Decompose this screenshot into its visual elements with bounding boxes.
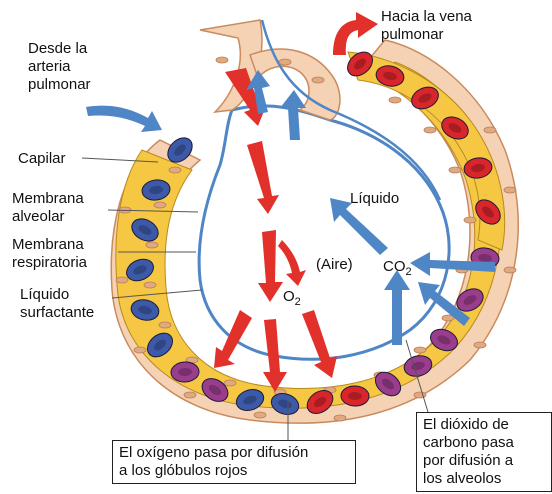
dioxido-line-3: por difusión a — [423, 452, 545, 470]
desde-line-2: arteria — [28, 58, 91, 76]
desde-line-3: pulmonar — [28, 76, 91, 94]
dioxido-line-1: El dióxido de — [423, 416, 545, 434]
label-o2: O2 — [283, 288, 301, 311]
oxigeno-line-2: a los glóbulos rojos — [119, 462, 349, 480]
dioxido-line-2: carbono pasa — [423, 434, 545, 452]
dioxido-line-4: los alveolos — [423, 470, 545, 488]
label-aire: (Aire) — [316, 256, 353, 274]
label-desde-arteria: Desde la arteria pulmonar — [28, 40, 91, 94]
co2-text: CO — [383, 258, 406, 275]
desde-line-1: Desde la — [28, 40, 91, 58]
label-liquido: Líquido — [350, 190, 399, 208]
co2-arrow-1 — [86, 106, 162, 132]
liquido-surfactante-line-1: Líquido — [20, 286, 94, 304]
arteria-to-vena-arrow — [333, 12, 378, 55]
oxigeno-line-1: El oxígeno pasa por difusión — [119, 444, 349, 462]
o2-text: O — [283, 288, 295, 305]
liquido-surfactante-line-2: surfactante — [20, 304, 94, 322]
membrana-respiratoria-line-1: Membrana — [12, 236, 87, 254]
label-membrana-alveolar: Membrana alveolar — [12, 190, 84, 226]
callout-oxigeno: El oxígeno pasa por difusión a los glóbu… — [112, 440, 356, 484]
membrana-alveolar-line-1: Membrana — [12, 190, 84, 208]
hacia-line-2: pulmonar — [381, 26, 472, 44]
label-liquido-surfactante: Líquido surfactante — [20, 286, 94, 322]
label-hacia-vena: Hacia la vena pulmonar — [381, 8, 472, 44]
label-capilar: Capilar — [18, 150, 66, 168]
callout-dioxido: El dióxido de carbono pasa por difusión … — [416, 412, 552, 492]
membrana-respiratoria-line-2: respiratoria — [12, 254, 87, 272]
label-co2: CO2 — [383, 258, 412, 281]
hacia-line-1: Hacia la vena — [381, 8, 472, 26]
label-membrana-respiratoria: Membrana respiratoria — [12, 236, 87, 272]
co2-subscript: 2 — [406, 266, 412, 278]
o2-subscript: 2 — [295, 296, 301, 308]
membrana-alveolar-line-2: alveolar — [12, 208, 84, 226]
